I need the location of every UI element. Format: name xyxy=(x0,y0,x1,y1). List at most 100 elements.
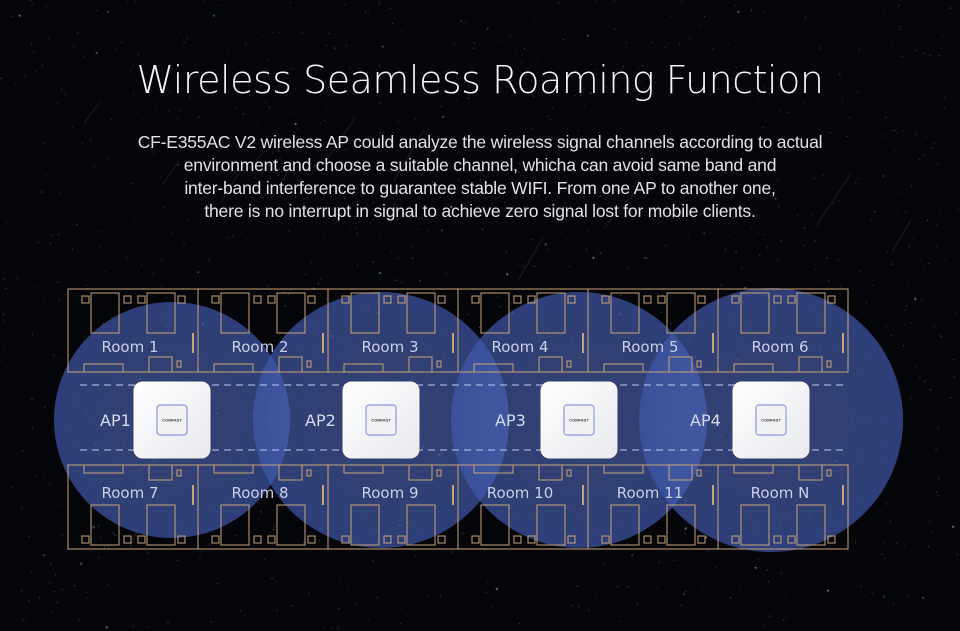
fixture xyxy=(696,469,702,477)
desk xyxy=(83,464,124,474)
desk xyxy=(733,363,774,373)
nightstand xyxy=(731,295,740,304)
cabinet xyxy=(538,464,563,481)
room-label: Room 3 xyxy=(361,338,418,356)
room: Room 4 xyxy=(457,288,589,373)
nightstand xyxy=(211,295,220,304)
desk xyxy=(83,363,124,373)
room: Room N xyxy=(717,464,849,550)
nightstand xyxy=(827,535,836,544)
room-label: Room 2 xyxy=(231,338,288,356)
nightstand xyxy=(81,535,90,544)
nightstand xyxy=(341,535,350,544)
nightstand xyxy=(123,535,132,544)
nightstand xyxy=(471,295,480,304)
door xyxy=(842,333,844,353)
fixture xyxy=(306,360,312,368)
cabinet xyxy=(668,464,693,481)
bed xyxy=(90,504,120,546)
nightstand xyxy=(253,295,262,304)
desk xyxy=(213,363,254,373)
door xyxy=(712,485,714,505)
nightstand xyxy=(123,295,132,304)
nightstand xyxy=(137,535,146,544)
nightstand xyxy=(471,535,480,544)
bed xyxy=(796,504,826,546)
bed xyxy=(220,292,250,334)
nightstand xyxy=(697,535,706,544)
door xyxy=(322,485,324,505)
access-point: AP4 COMFAST xyxy=(690,381,810,459)
bed xyxy=(146,504,176,546)
nightstand xyxy=(137,295,146,304)
nightstand xyxy=(177,295,186,304)
cabinet xyxy=(148,356,173,373)
desk xyxy=(603,363,644,373)
nightstand xyxy=(643,295,652,304)
description-line: inter-band interference to guarantee sta… xyxy=(184,178,776,198)
desk xyxy=(343,464,384,474)
ap-label: AP2 xyxy=(305,411,336,430)
nightstand xyxy=(81,295,90,304)
room: Room 2 xyxy=(197,288,329,373)
bed xyxy=(90,292,120,334)
bed xyxy=(480,504,510,546)
cabinet xyxy=(278,356,303,373)
cabinet xyxy=(148,464,173,481)
desk xyxy=(473,464,514,474)
room-wall xyxy=(717,464,849,550)
bed xyxy=(480,292,510,334)
fixture xyxy=(826,360,832,368)
nightstand xyxy=(177,535,186,544)
door xyxy=(582,333,584,353)
nightstand xyxy=(253,535,262,544)
room-label: Room 9 xyxy=(361,484,418,502)
brand-logo: COMFAST xyxy=(162,418,182,423)
nightstand xyxy=(567,295,576,304)
door xyxy=(582,485,584,505)
room-label: Room 4 xyxy=(491,338,548,356)
bed xyxy=(536,292,566,334)
bed xyxy=(350,504,380,546)
ap-logo-plate xyxy=(156,404,188,436)
nightstand xyxy=(527,535,536,544)
nightstand xyxy=(643,535,652,544)
bed xyxy=(796,292,826,334)
bed xyxy=(406,292,436,334)
desk xyxy=(213,464,254,474)
nightstand xyxy=(307,535,316,544)
bed xyxy=(146,292,176,334)
ap-logo-plate xyxy=(365,404,397,436)
nightstand xyxy=(787,535,796,544)
fixture xyxy=(436,360,442,368)
nightstand xyxy=(773,535,782,544)
door xyxy=(842,485,844,505)
fixture xyxy=(566,469,572,477)
bed xyxy=(740,504,770,546)
nightstand xyxy=(383,535,392,544)
nightstand xyxy=(437,535,446,544)
fixture xyxy=(826,469,832,477)
fixture xyxy=(306,469,312,477)
room: Room 6 xyxy=(717,288,849,373)
desk xyxy=(733,464,774,474)
nightstand xyxy=(657,295,666,304)
bed xyxy=(740,292,770,334)
ap-label: AP4 xyxy=(690,411,721,430)
cabinet xyxy=(408,356,433,373)
nightstand xyxy=(513,295,522,304)
door xyxy=(192,333,194,353)
cabinet xyxy=(278,464,303,481)
nightstand xyxy=(601,295,610,304)
bed xyxy=(666,504,696,546)
bed xyxy=(220,504,250,546)
desk xyxy=(473,363,514,373)
nightstand xyxy=(827,295,836,304)
fixture xyxy=(176,469,182,477)
brand-logo: COMFAST xyxy=(761,418,781,423)
fixture xyxy=(436,469,442,477)
